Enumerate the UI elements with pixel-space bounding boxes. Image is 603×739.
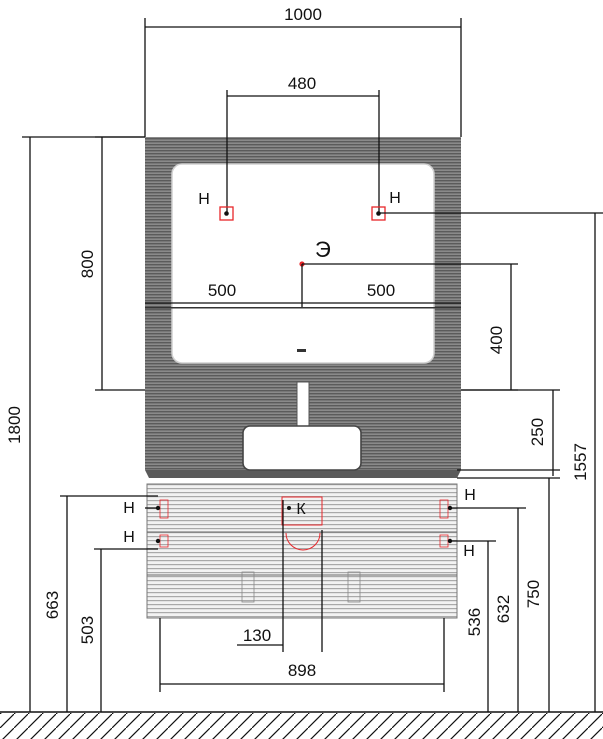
dim-label: 500 [208, 281, 236, 300]
dim-cabinet-top-left: 663 [43, 496, 68, 712]
dim-cabinet-upper-right: 632 [494, 508, 519, 712]
cabinet-hook-upper-right: Н [447, 487, 526, 511]
dim-label: 536 [465, 608, 484, 636]
hook-label: Н [123, 529, 135, 546]
vanity-cabinet [146, 483, 458, 619]
dim-label: 1000 [284, 5, 322, 24]
dim-total-height: 1800 [5, 136, 145, 712]
dim-label: 1557 [571, 443, 590, 481]
hook-label: Н [463, 543, 475, 560]
faucet [296, 381, 310, 431]
dim-label: 480 [288, 74, 316, 93]
dim-width-top: 1000 [144, 5, 462, 137]
sink-bowl [242, 425, 362, 471]
dim-cabinet-top-right: 750 [457, 477, 560, 712]
floor [0, 711, 603, 739]
dim-label: 500 [367, 281, 395, 300]
water-label: К [296, 501, 306, 518]
dim-top-hook-height: 1557 [571, 213, 596, 712]
electric-label: Э [315, 237, 331, 262]
hook-label: Н [464, 487, 476, 504]
hook-label: Н [389, 190, 401, 207]
dim-sink-height: 250 [457, 389, 560, 476]
dim-label: 400 [487, 326, 506, 354]
dim-cabinet-lower-right: 536 [465, 541, 489, 712]
dim-label: 663 [43, 591, 62, 619]
dim-label: 898 [288, 661, 316, 680]
hook-label: Н [198, 191, 210, 208]
mirror-switch-icon [297, 349, 306, 352]
dim-cabinet-lower-left: 503 [78, 549, 102, 712]
dim-label: 503 [78, 616, 97, 644]
dim-pipe-offset: 130 [237, 500, 323, 652]
dim-label: 750 [524, 580, 543, 608]
water-outlet: К [287, 501, 306, 518]
cabinet-hook-lower-left: Н [94, 529, 161, 550]
hook-label: Н [123, 500, 135, 517]
hook-right: Н [371, 190, 603, 221]
dim-label: 250 [528, 418, 547, 446]
dim-mirror-height: 800 [78, 136, 145, 391]
electric-outlet: Э [299, 237, 518, 307]
dim-socket-offset: 400 [461, 264, 518, 391]
dim-cabinet-width: 898 [159, 618, 445, 692]
dim-half-widths: 500 500 [145, 281, 461, 304]
dim-label: 800 [78, 250, 97, 278]
dim-label: 1800 [5, 406, 24, 444]
hook-left: Н [198, 191, 234, 221]
dim-label: 130 [243, 626, 271, 645]
dim-hook-spacing: 480 [226, 74, 380, 213]
dim-label: 632 [494, 595, 513, 623]
cabinet-hook-upper-left: Н [60, 495, 161, 517]
